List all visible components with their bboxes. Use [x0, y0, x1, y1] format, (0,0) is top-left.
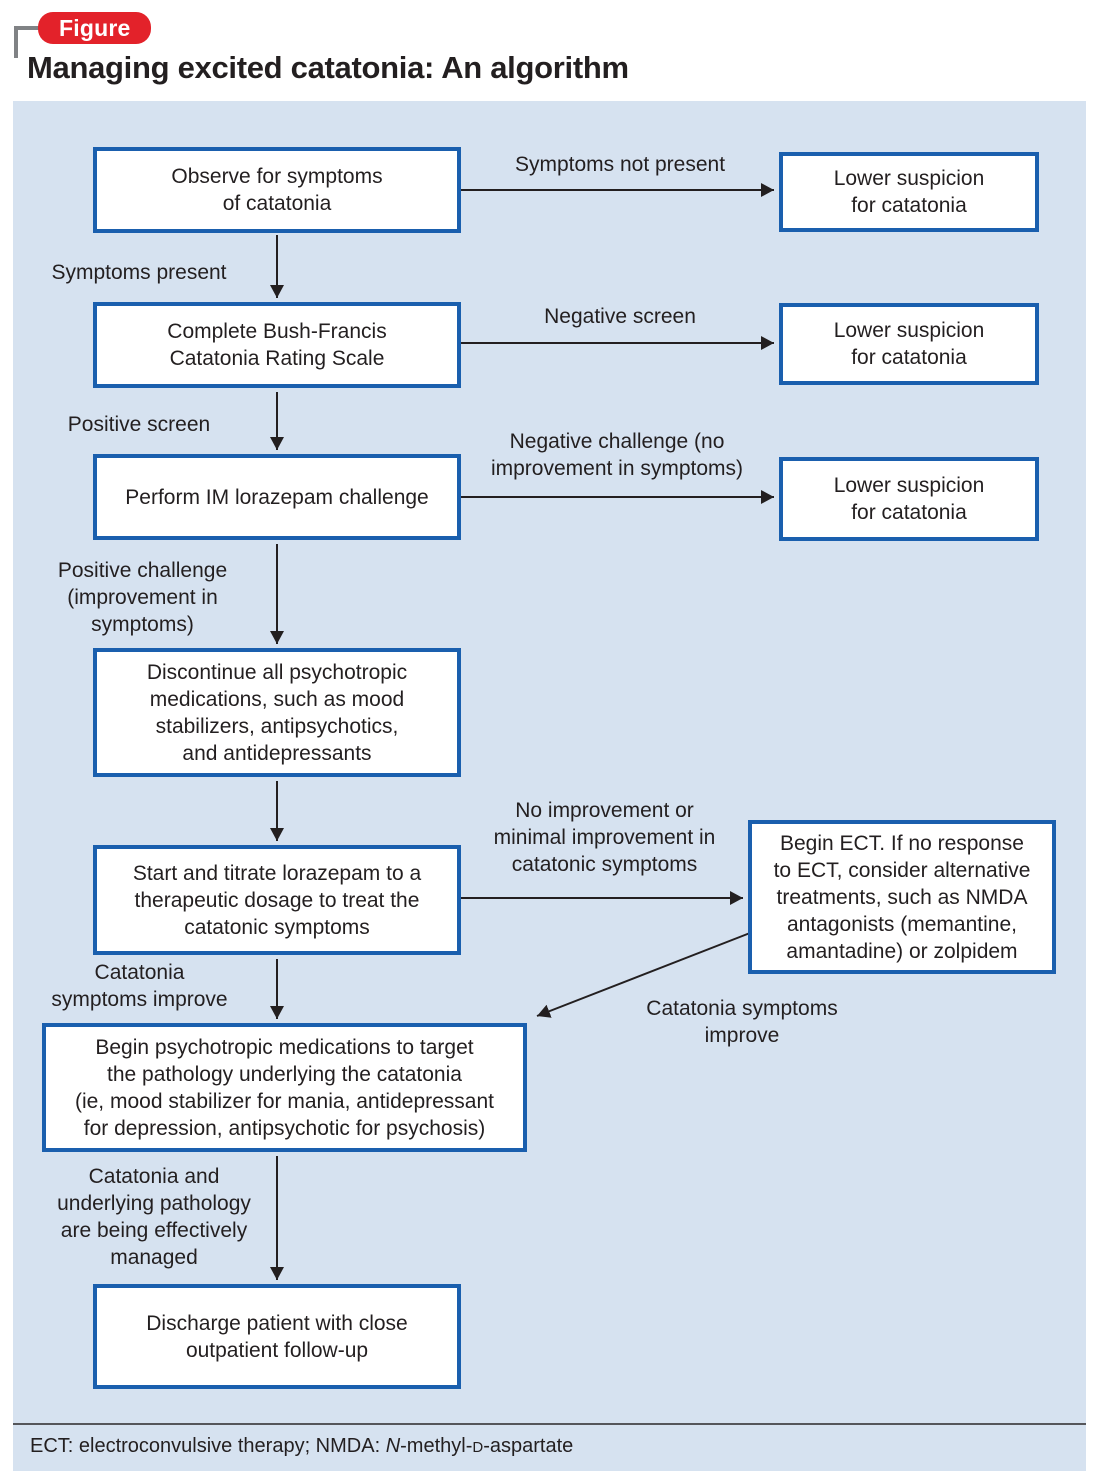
edge-label-no-improvement: No improvement or minimal improvement in…	[493, 799, 716, 876]
abbrev-prefix: ECT: electroconvulsive therapy; NMDA:	[30, 1435, 386, 1457]
corner-bracket	[14, 26, 48, 58]
edge-label-negative-challenge: Negative challenge (no improvement in sy…	[490, 430, 744, 480]
footer-separator	[13, 1423, 1086, 1425]
box-begin-ect: Begin ECT. If no response to ECT, consid…	[748, 820, 1056, 974]
box-titrate-lorazepam: Start and titrate lorazepam to a therape…	[93, 845, 461, 955]
edge-label-symptoms-not-present: Symptoms not present	[514, 153, 726, 176]
box-observe-symptoms: Observe for symptoms of catatonia	[93, 147, 461, 233]
edge-label-positive-screen: Positive screen	[67, 413, 211, 436]
edge-label-positive-challenge: Positive challenge (improvement in sympt…	[57, 559, 228, 636]
page-title: Managing excited catatonia: An algorithm	[27, 50, 629, 85]
box-discharge-patient: Discharge patient with close outpatient …	[93, 1284, 461, 1389]
box-lower-suspicion-2: Lower suspicion for catatonia	[779, 303, 1039, 385]
edge-label-symptoms-present: Symptoms present	[51, 261, 227, 284]
box-begin-psychotropics: Begin psychotropic medications to target…	[42, 1023, 527, 1152]
edge-label-symptoms-improve-left: Catatonia symptoms improve	[51, 961, 228, 1011]
box-bush-francis-scale: Complete Bush-Francis Catatonia Rating S…	[93, 302, 461, 388]
nmda-d-smallcap: D	[472, 1439, 484, 1456]
figure-badge: Figure	[38, 12, 152, 44]
box-lower-suspicion-1: Lower suspicion for catatonia	[779, 152, 1039, 232]
edge-label-symptoms-improve-right: Catatonia symptoms improve	[646, 997, 838, 1047]
box-lorazepam-challenge: Perform IM lorazepam challenge	[93, 454, 461, 540]
abbreviation-note: ECT: electroconvulsive therapy; NMDA: N-…	[30, 1434, 573, 1460]
box-lower-suspicion-3: Lower suspicion for catatonia	[779, 457, 1039, 541]
nmda-n-italic: N	[385, 1435, 401, 1457]
edge-label-effectively-managed: Catatonia and underlying pathology are b…	[57, 1165, 251, 1269]
nmda-suffix: -aspartate	[483, 1435, 574, 1457]
nmda-mid: -methyl-	[400, 1435, 473, 1457]
edge-label-negative-screen: Negative screen	[544, 305, 696, 328]
box-discontinue-psychotropics: Discontinue all psychotropic medications…	[93, 648, 461, 777]
